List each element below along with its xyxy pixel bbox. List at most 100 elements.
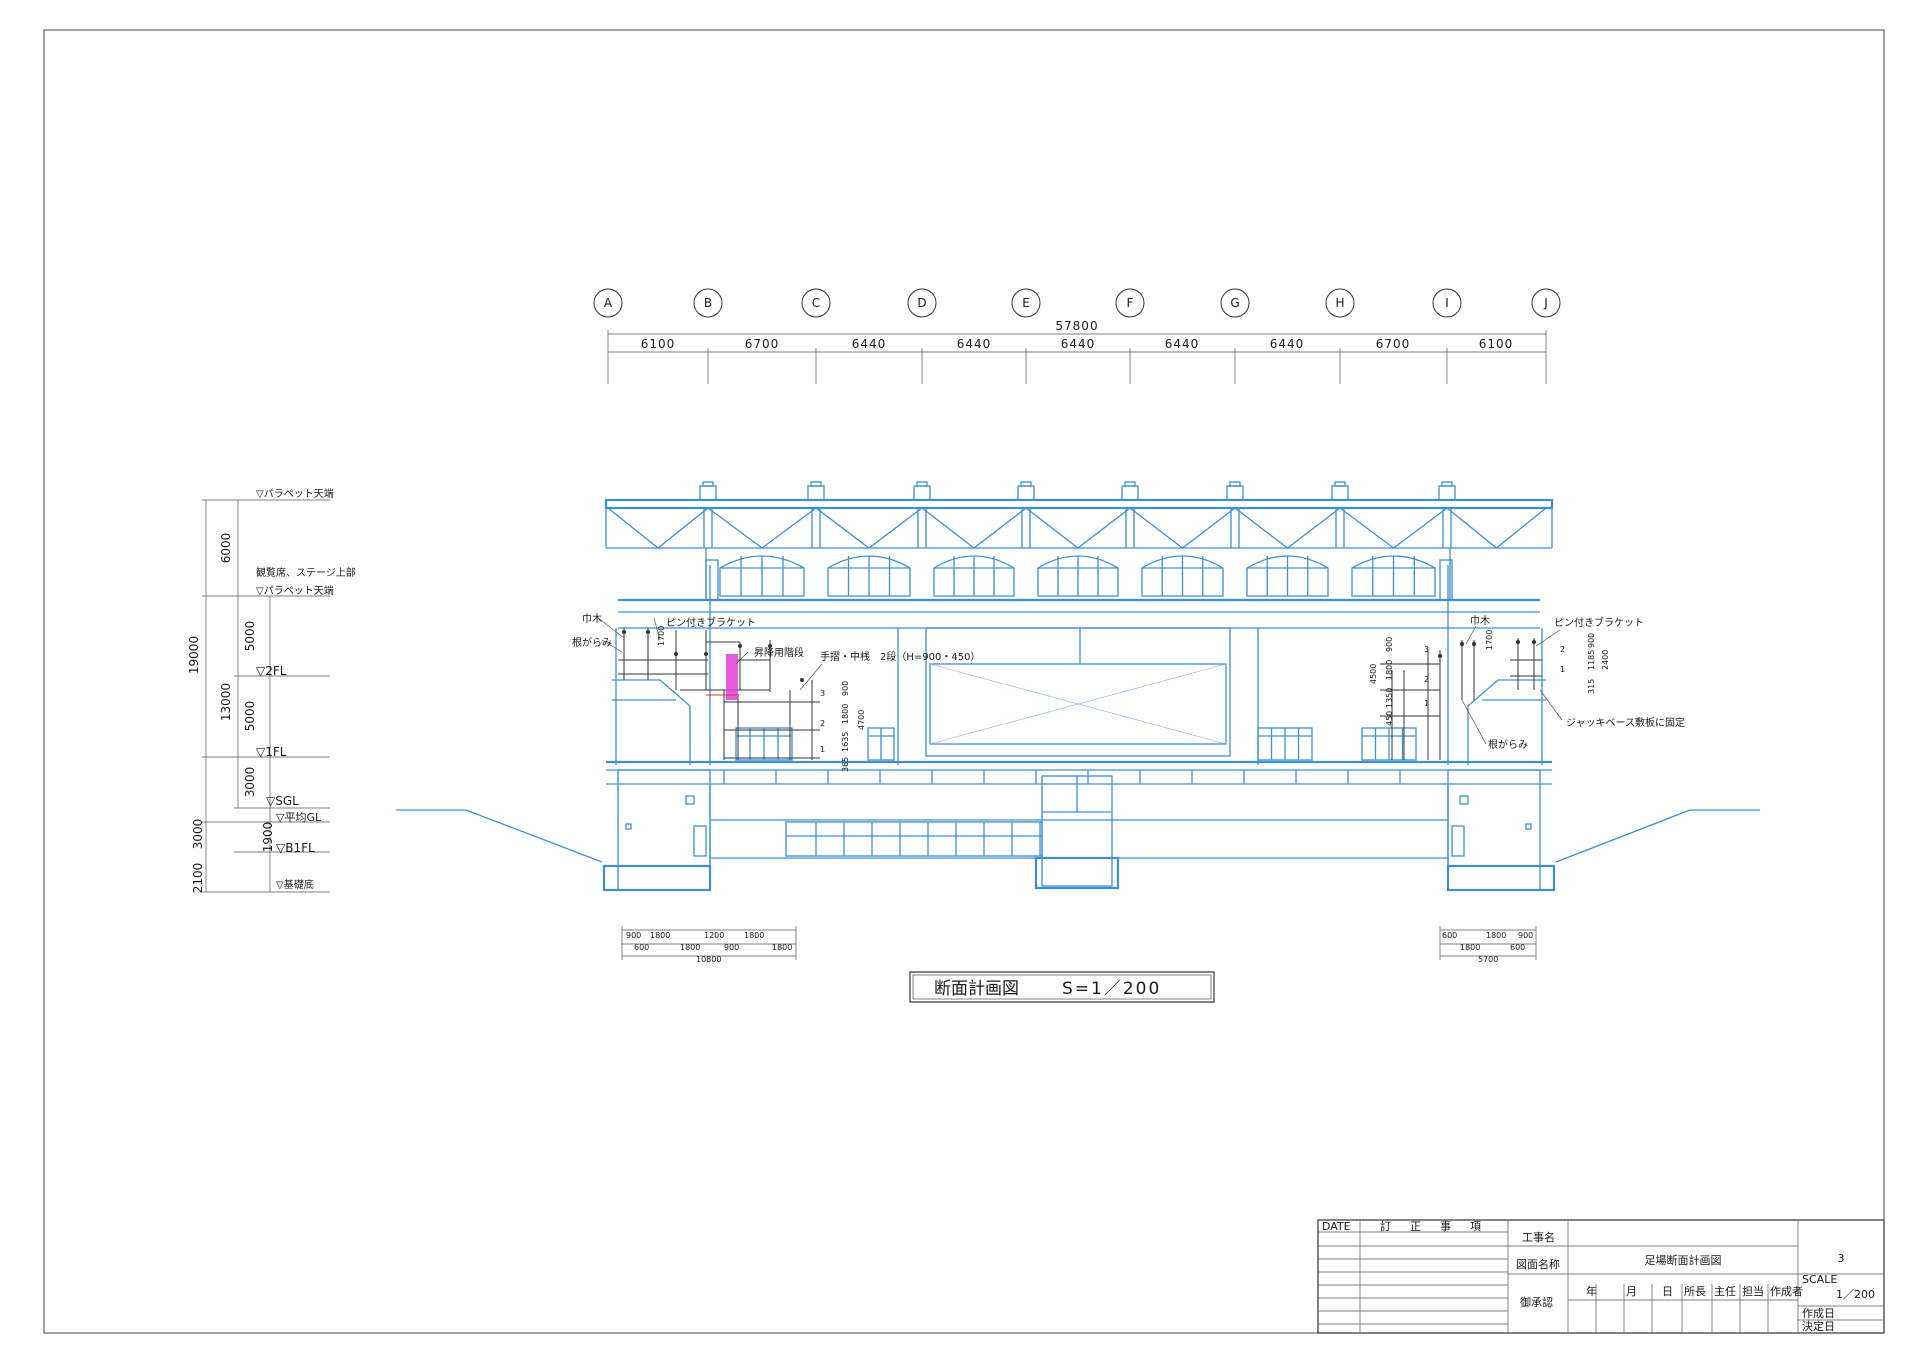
label-habaki-right: 巾木 (1470, 614, 1490, 627)
right-level-1: 1 (1424, 699, 1429, 708)
span-ab: 6100 (641, 337, 676, 351)
label-negarami-left: 根がらみ (572, 636, 612, 649)
left-level-1: 1 (820, 745, 825, 754)
dim-5000-lower: 5000 (243, 701, 257, 732)
level-parapet-top: ▽パラペット天端 (256, 487, 334, 500)
grid-bubble-a: A (593, 288, 623, 318)
span-de: 6440 (957, 337, 992, 351)
tb-role-author: 作成者 (1770, 1285, 1803, 1298)
stage-screen (929, 663, 1227, 745)
tb-drawing-name-value: 足場断面計画図 (1645, 1253, 1722, 1267)
span-cd: 6440 (852, 337, 887, 351)
total-span-label: 57800 (1055, 319, 1098, 333)
label-jack-base: ジャッキベース敷板に固定 (1566, 716, 1685, 729)
left-dim-4700: 4700 (857, 710, 866, 730)
grid-bubble-g: G (1220, 288, 1250, 318)
left-dim-1800: 1800 (841, 704, 850, 724)
bl-top-1200: 1200 (704, 931, 724, 940)
tb-role-chief: 主任 (1714, 1285, 1736, 1298)
span-bc: 6700 (745, 337, 780, 351)
bl-bottom-1800: 1800 (680, 943, 700, 952)
ground-line-right (1555, 809, 1760, 863)
level-sgl: ▽SGL (266, 794, 299, 808)
grid-bubble-f: F (1115, 288, 1145, 318)
right-dim-4500: 4500 (1369, 664, 1378, 684)
tb-sheet-number: 3 (1838, 1252, 1845, 1265)
right-dim-900: 900 (1385, 637, 1394, 652)
right-dim-r900: 900 (1587, 633, 1596, 648)
span-ij: 6100 (1479, 337, 1514, 351)
tb-role-charge: 担当 (1742, 1284, 1764, 1298)
bl-bottom-900: 900 (724, 943, 739, 952)
span-gh: 6440 (1270, 337, 1305, 351)
label-handrail: 手摺・中桟 2段（H=900・450） (820, 650, 980, 663)
right-dim-1350: 1350 (1385, 688, 1394, 708)
br-total: 5700 (1478, 955, 1498, 964)
label-stair: 昇降用階段 (754, 646, 804, 659)
br-top-600: 600 (1442, 931, 1457, 940)
scaffolding-right: 巾木 ピン付きブラケット ジャッキベース敷板に固定 根がらみ 1700 3 2 … (1369, 614, 1685, 760)
balcony-right (1467, 679, 1546, 765)
dim-3000-upper: 3000 (243, 767, 257, 798)
grid-bubble-c: C (801, 288, 831, 318)
label-bracket-right: ピン付きブラケット (1554, 616, 1644, 629)
drawing-caption: 断面計画図 S=1／200 (909, 971, 1215, 1003)
right-dim-r1185: 1185 (1587, 650, 1596, 670)
tb-approval-label: 御承認 (1520, 1295, 1553, 1309)
left-dim-1700: 1700 (657, 626, 666, 646)
left-dim-900: 900 (841, 681, 850, 696)
caption-scale: S=1／200 (1062, 979, 1161, 999)
br-top-1800: 1800 (1486, 931, 1506, 940)
dim-5000-upper: 5000 (243, 621, 257, 652)
tb-year: 年 (1586, 1284, 1597, 1298)
right-level-3: 3 (1424, 645, 1429, 654)
grid-label-b: B (704, 296, 712, 310)
grid-bubble-i: I (1432, 288, 1462, 318)
bl-bottom-1800b: 1800 (772, 943, 792, 952)
basement (602, 769, 1556, 892)
bl-top-1800: 1800 (650, 931, 670, 940)
dim-6000: 6000 (219, 533, 233, 564)
right-step-1: 1 (1560, 665, 1565, 674)
footing-right (1446, 864, 1556, 892)
grid-label-h: H (1335, 296, 1344, 310)
tb-project-label: 工事名 (1522, 1230, 1555, 1244)
grid-label-i: I (1445, 296, 1449, 310)
left-dim-365: 365 (841, 757, 850, 772)
grid-line-labels: A B C D E F G H I J (593, 288, 1561, 318)
bottom-dims-left: 900 1800 1200 1800 600 1800 900 1800 108… (621, 926, 797, 964)
roof-truss (604, 481, 1554, 600)
dim-19000: 19000 (187, 636, 201, 674)
grid-bubble-h: H (1325, 288, 1355, 318)
dim-1900: 1900 (261, 822, 275, 853)
dim-3000-lower: 3000 (191, 819, 205, 850)
tb-created-label: 作成日 (1802, 1307, 1835, 1320)
title-block: DATE 訂 正 事 項 工事名 図面名称 足場断面計画図 御承認 年 月 日 … (1317, 1219, 1885, 1334)
tb-decided-label: 決定日 (1802, 1319, 1835, 1333)
level-foundation: ▽基礎底 (276, 878, 314, 891)
bottom-dims-right: 600 1800 900 1800 600 5700 (1439, 926, 1537, 964)
right-dim-1700: 1700 (1485, 630, 1494, 650)
span-fg: 6440 (1165, 337, 1200, 351)
label-bracket-left: ピン付きブラケット (666, 616, 756, 629)
grid-label-c: C (812, 296, 820, 310)
balcony-left (612, 679, 691, 765)
left-level-2: 2 (820, 719, 825, 728)
br-bottom-600: 600 (1510, 943, 1525, 952)
level-2fl: ▽2FL (256, 664, 287, 678)
tb-role-director: 所長 (1684, 1285, 1706, 1298)
building-section (396, 481, 1760, 892)
sheet-border (43, 29, 1885, 1334)
grid-bubble-e: E (1011, 288, 1041, 318)
tb-month: 月 (1626, 1285, 1637, 1298)
dim-13000: 13000 (219, 683, 233, 721)
main-hall (606, 565, 1552, 785)
grid-label-e: E (1022, 296, 1030, 310)
span-dimensions: 57800 6100 6700 6440 6440 6440 6440 6440… (607, 319, 1547, 384)
level-b1fl: ▽B1FL (276, 841, 315, 855)
br-bottom-1800: 1800 (1460, 943, 1480, 952)
right-step-2: 2 (1560, 645, 1565, 654)
tb-day: 日 (1662, 1285, 1673, 1298)
clerestory-windows (705, 555, 1453, 601)
